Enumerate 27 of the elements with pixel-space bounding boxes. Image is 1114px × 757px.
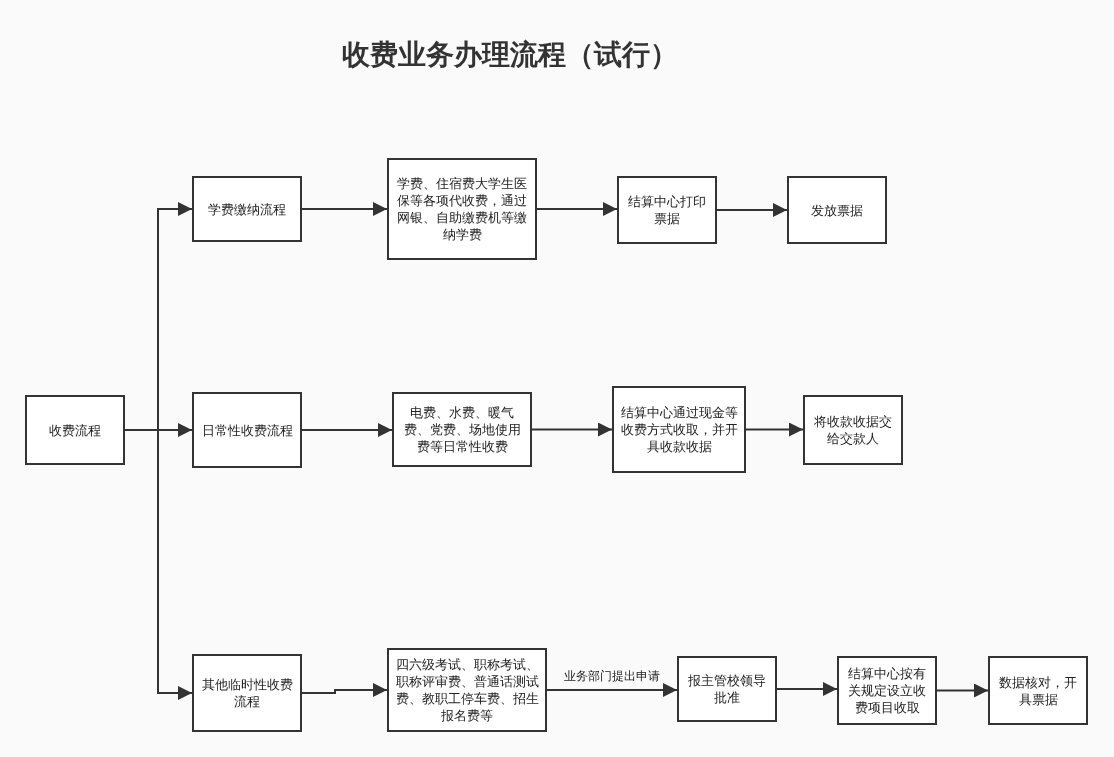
process-box: 日常性收费流程 xyxy=(192,392,302,468)
arrow xyxy=(546,683,678,697)
process-box: 发放票据 xyxy=(787,176,887,244)
process-box: 学费缴纳流程 xyxy=(192,176,302,242)
arrow xyxy=(124,429,193,700)
process-box: 四六级考试、职称考试、职称评审费、普通话测试费、教职工停车费、招生报名费等 xyxy=(387,648,547,732)
arrow xyxy=(536,202,618,216)
process-box: 报主管校领导批准 xyxy=(677,656,777,722)
arrow xyxy=(776,682,838,696)
arrow xyxy=(716,203,788,217)
arrow xyxy=(745,422,804,437)
arrow xyxy=(301,423,393,437)
process-box: 数据核对，开具票据 xyxy=(988,656,1088,725)
process-box: 结算中心按有关规定设立收费项目收取 xyxy=(837,656,937,725)
title: 收费业务办理流程（试行） xyxy=(341,37,679,73)
arrow xyxy=(936,683,989,698)
process-box: 电费、水费、暖气费、党费、场地使用费等日常性收费 xyxy=(392,392,532,467)
process-box: 其他临时性收费流程 xyxy=(192,654,302,732)
arrow xyxy=(531,422,613,437)
process-box: 收费流程 xyxy=(25,395,125,465)
arrow xyxy=(301,202,388,216)
process-box: 学费、住宿费大学生医保等各项代收费，通过网银、自助缴费机等缴纳学费 xyxy=(387,158,537,260)
process-box: 结算中心通过现金等收费方式收取，并开具收款收据 xyxy=(612,386,746,473)
process-box: 将收款收据交给交款人 xyxy=(803,395,903,465)
process-box: 结算中心打印票据 xyxy=(617,176,717,244)
arrow xyxy=(301,683,388,697)
edge-label: 业务部门提出申请 xyxy=(562,668,662,685)
